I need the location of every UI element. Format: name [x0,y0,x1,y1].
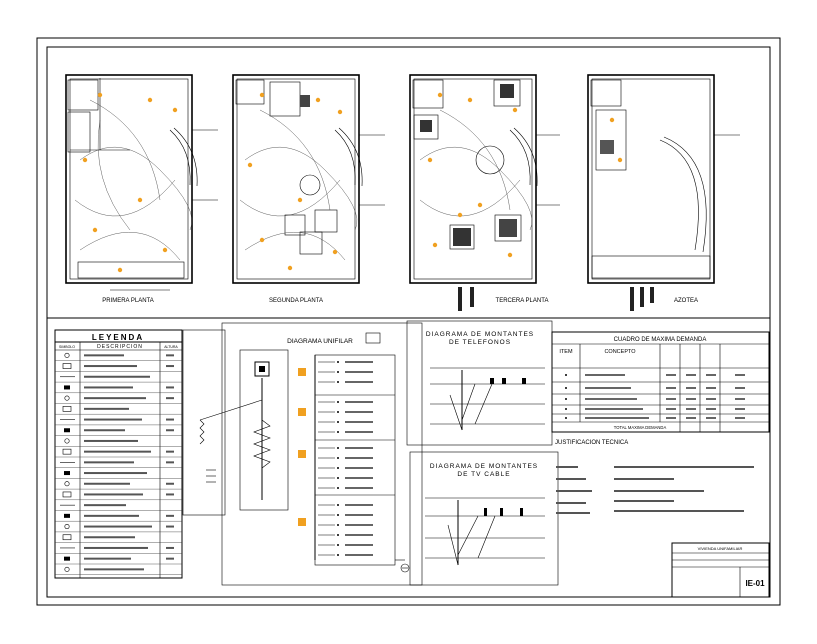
legend-col-symbol: SIMBOLO [59,345,75,349]
plan-label-tercera: TERCERA PLANTA [496,298,549,304]
legend-table: LEYENDA SIMBOLO DESCRIPCION ALTURA [54,329,183,579]
legend-col-desc: DESCRIPCION [97,344,143,350]
phone-riser-diagram: DIAGRAMA DE MONTANTES DE TELEFONOS [406,320,553,446]
plan-tercera-planta: TERCERA PLANTA [409,74,560,311]
legend-rows [55,352,182,575]
plan-segunda-planta: SEGUNDA PLANTA [232,74,385,304]
plan-label-segunda: SEGUNDA PLANTA [269,298,323,304]
justification-section: JUSTIFICACION TECNICA [555,440,754,514]
max-demand-table: CUADRO DE MAXIMA DEMANDA ITEM CONCEPTO T… [551,331,770,433]
demand-col-item: ITEM [559,349,573,355]
unifilar-branches [318,361,373,556]
sheet-inner-border [46,46,771,598]
justification-lines [556,466,754,514]
plan-label-azotea: AZOTEA [674,298,698,304]
demand-rows [565,374,745,419]
sheet-outer-border [36,37,781,606]
plan-azotea: AZOTEA [587,74,740,311]
title-block: VIVIENDA UNIFAMILIAR IE-01 [671,542,770,598]
tv-riser-title-l1: DIAGRAMA DE MONTANTES [430,463,538,470]
tv-riser-diagram: DIAGRAMA DE MONTANTES DE TV CABLE [409,451,559,586]
sheet-code: IE-01 [745,579,765,588]
justification-title: JUSTIFICACION TECNICA [555,440,628,446]
plan-label-primera: PRIMERA PLANTA [102,298,154,304]
legend-col-height: ALTURA [164,345,178,349]
phone-riser-title-l1: DIAGRAMA DE MONTANTES [426,331,534,338]
legend-title: LEYENDA [92,333,144,342]
demand-col-concept: CONCEPTO [604,349,636,355]
phone-riser-title-l2: DE TELEFONOS [449,339,511,346]
unifilar-title: DIAGRAMA UNIFILAR [287,338,353,345]
tv-riser-title-l2: DE TV CABLE [457,471,510,478]
plan-primera-planta: PRIMERA PLANTA [65,74,218,304]
title-block-project: VIVIENDA UNIFAMILIAR [698,546,743,551]
unifilar-diagram: DIAGRAMA UNIFILAR [182,322,423,586]
demand-total-label: TOTAL MAXIMA DEMANDA [614,425,667,430]
demand-title: CUADRO DE MAXIMA DEMANDA [614,337,707,343]
